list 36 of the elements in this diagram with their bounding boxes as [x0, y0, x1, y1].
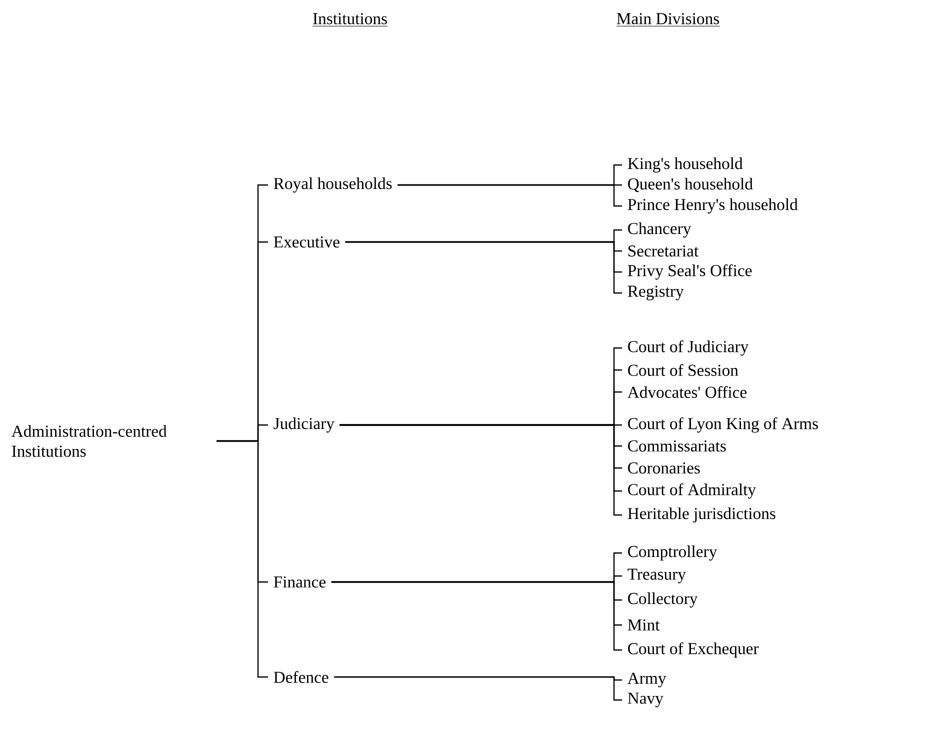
division-label: Mint [628, 619, 660, 631]
tree-connector [331, 581, 622, 651]
division-label: Court of Judiciary [628, 340, 749, 356]
division-label: Secretariat [628, 245, 698, 257]
tree-connector [345, 241, 622, 294]
division-label: Coronaries [628, 462, 700, 474]
division-label: Court of Session [628, 364, 738, 376]
division-label: Army [628, 672, 666, 688]
division-label: Registry [628, 286, 684, 300]
division-label: Advocates' Office [628, 386, 747, 398]
division-label: Court of Admiralty [628, 483, 756, 499]
division-label: Chancery [628, 222, 692, 238]
column-heading: Main Divisions [616, 13, 720, 26]
institution-label: Royal households [274, 177, 392, 193]
tree-connector [340, 424, 622, 516]
division-label: Queen's household [628, 178, 753, 192]
division-label: Commissariats [628, 440, 726, 452]
institution-label: Executive [274, 236, 340, 248]
division-label: Treasury [628, 568, 686, 584]
division-label: Court of Lyon King of Arms [628, 417, 818, 433]
institution-label: Finance [274, 576, 326, 588]
division-label: Privy Seal's Office [628, 264, 752, 280]
division-label: King's household [628, 157, 743, 173]
tree-connector [216, 440, 268, 678]
institution-label: Judiciary [274, 417, 334, 433]
division-label: Court of Exchequer [628, 642, 759, 658]
tree-connector [398, 184, 622, 207]
division-label: Prince Henry's household [628, 198, 798, 214]
division-label: Navy [628, 692, 664, 708]
root-label: Administration-centred Institutions [12, 425, 167, 457]
tree-connector [334, 676, 622, 701]
institution-label: Defence [274, 671, 328, 683]
column-heading: Institutions [312, 13, 388, 26]
division-label: Collectory [628, 592, 698, 608]
division-label: Comptrollery [628, 545, 718, 561]
division-label: Heritable jurisdictions [628, 507, 776, 523]
